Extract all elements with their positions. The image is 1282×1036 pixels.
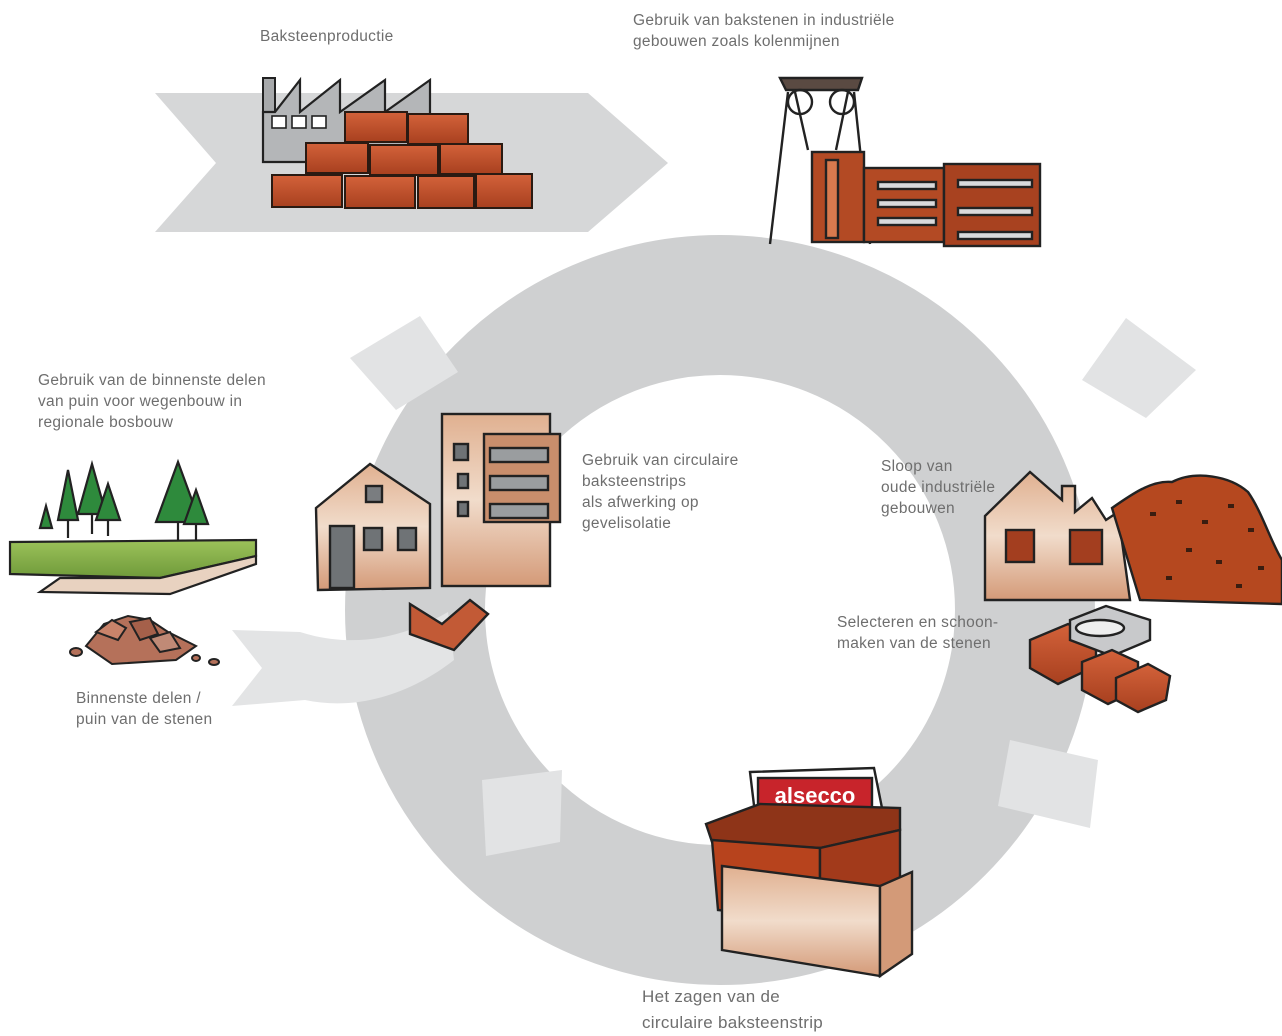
label-line: Selecteren en schoon-: [837, 614, 999, 631]
coal-mine-illustration: [768, 76, 1042, 248]
label-line: regionale bosbouw: [38, 414, 174, 431]
label-line: gebouwen zoals kolenmijnen: [633, 33, 840, 50]
label-facade-use: Gebruik van circulaire baksteenstrips al…: [582, 450, 739, 534]
label-line: gevelisolatie: [582, 515, 672, 532]
ring-chevron: [1082, 318, 1196, 418]
sawing-illustration: [704, 766, 914, 979]
label-selecting: Selecteren en schoon- maken van de stene…: [837, 612, 998, 654]
facade-buildings-illustration: [314, 412, 562, 652]
label-line: van puin voor wegenbouw in: [38, 393, 243, 410]
alsecco-logo-text: alsecco: [775, 783, 856, 808]
label-line: Gebruik van de binnenste delen: [38, 372, 266, 389]
label-line: oude industriële: [881, 479, 996, 496]
logo-text: alsecco: [775, 783, 856, 808]
label-line: Het zagen van de: [642, 987, 781, 1006]
label-industrial-use: Gebruik van bakstenen in industriële geb…: [633, 10, 895, 52]
ring-chevron: [998, 740, 1098, 828]
label-line: gebouwen: [881, 500, 955, 517]
label-line: baksteenstrips: [582, 473, 687, 490]
cleaned-bricks-illustration: [1028, 604, 1172, 714]
ring-chevron: [350, 316, 458, 410]
label-line: als afwerking op: [582, 494, 699, 511]
label-line: puin van de stenen: [76, 711, 213, 728]
label-line: Baksteenproductie: [260, 28, 394, 45]
label-line: Gebruik van bakstenen in industriële: [633, 12, 895, 29]
label-line: Sloop van: [881, 458, 953, 475]
label-rubble: Binnenste delen / puin van de stenen: [76, 688, 212, 730]
demolition-illustration: [983, 470, 1282, 606]
label-line: Gebruik van circulaire: [582, 452, 739, 469]
label-production: Baksteenproductie: [260, 26, 394, 47]
ring-chevron: [482, 770, 562, 856]
label-line: circulaire baksteenstrip: [642, 1013, 824, 1032]
label-line: maken van de stenen: [837, 635, 991, 652]
brick-wall-illustration: [271, 111, 533, 209]
forest-road-illustration: [8, 458, 258, 596]
label-sawing: Het zagen van de circulaire baksteenstri…: [642, 984, 823, 1036]
label-road-use: Gebruik van de binnenste delen van puin …: [38, 370, 266, 433]
label-line: Binnenste delen /: [76, 690, 201, 707]
rubble-illustration: [69, 614, 220, 666]
label-demolition: Sloop van oude industriële gebouwen: [881, 456, 995, 519]
rubble-arrow: [232, 612, 454, 706]
